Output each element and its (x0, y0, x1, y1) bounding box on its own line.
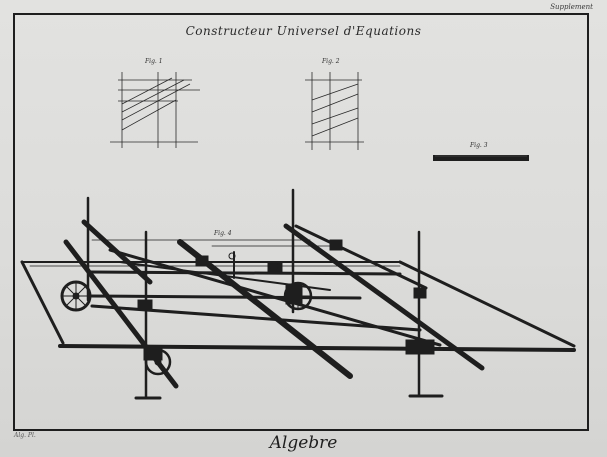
fig-3-label: Fig. 3 (470, 142, 488, 149)
fig-2-label: Fig. 2 (322, 58, 340, 65)
plate-title: Constructeur Universel d'Equations (185, 24, 422, 38)
plate-frame (13, 13, 589, 431)
fig-4-machine (20, 188, 576, 400)
fig-4-label: Fig. 4 (214, 230, 232, 237)
fig-2-diagram (305, 72, 364, 150)
bottom-title: Algebre (269, 433, 338, 453)
fig-3-ruler (433, 155, 529, 161)
fig-1-diagram (110, 72, 200, 148)
bottom-left-mark: Alg. Pl. (14, 432, 36, 439)
corner-mark: Supplement (550, 3, 593, 11)
fig-1-label: Fig. 1 (145, 58, 163, 65)
